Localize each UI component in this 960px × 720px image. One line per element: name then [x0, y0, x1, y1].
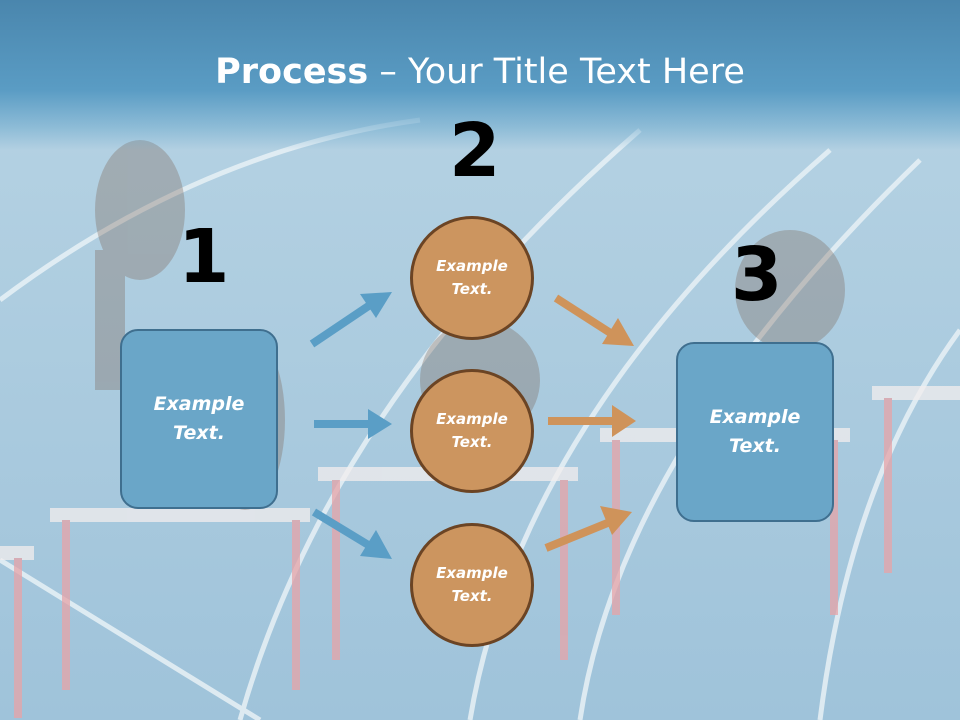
title-band: [0, 0, 960, 150]
step-box-3: Example Text.: [676, 342, 834, 522]
arrow-blue-right: [314, 409, 392, 439]
step-box-3-text: Example Text.: [709, 406, 801, 457]
step-circle-2-text: Example Text.: [436, 410, 508, 451]
arrow-orange-down: [553, 294, 634, 346]
step-number-3: 3: [731, 232, 783, 318]
arrow-blue-up: [309, 292, 392, 348]
step-circle-3-text: Example Text.: [436, 564, 508, 605]
step-box-1: Example Text.: [120, 329, 278, 509]
title-rest: – Your Title Text Here: [368, 52, 745, 92]
arrow-blue-down: [311, 508, 392, 559]
slide-title: Process – Your Title Text Here: [0, 52, 960, 92]
step-circle-1: Example Text.: [410, 216, 534, 340]
step-box-1-text: Example Text.: [153, 393, 245, 444]
step-circle-1-text: Example Text.: [436, 257, 508, 298]
title-bold: Process: [215, 52, 369, 92]
step-number-2: 2: [449, 108, 501, 194]
step-circle-3: Example Text.: [410, 523, 534, 647]
arrow-orange-up: [544, 506, 632, 552]
arrow-orange-right: [548, 405, 636, 437]
step-circle-2: Example Text.: [410, 369, 534, 493]
step-number-1: 1: [178, 214, 230, 300]
